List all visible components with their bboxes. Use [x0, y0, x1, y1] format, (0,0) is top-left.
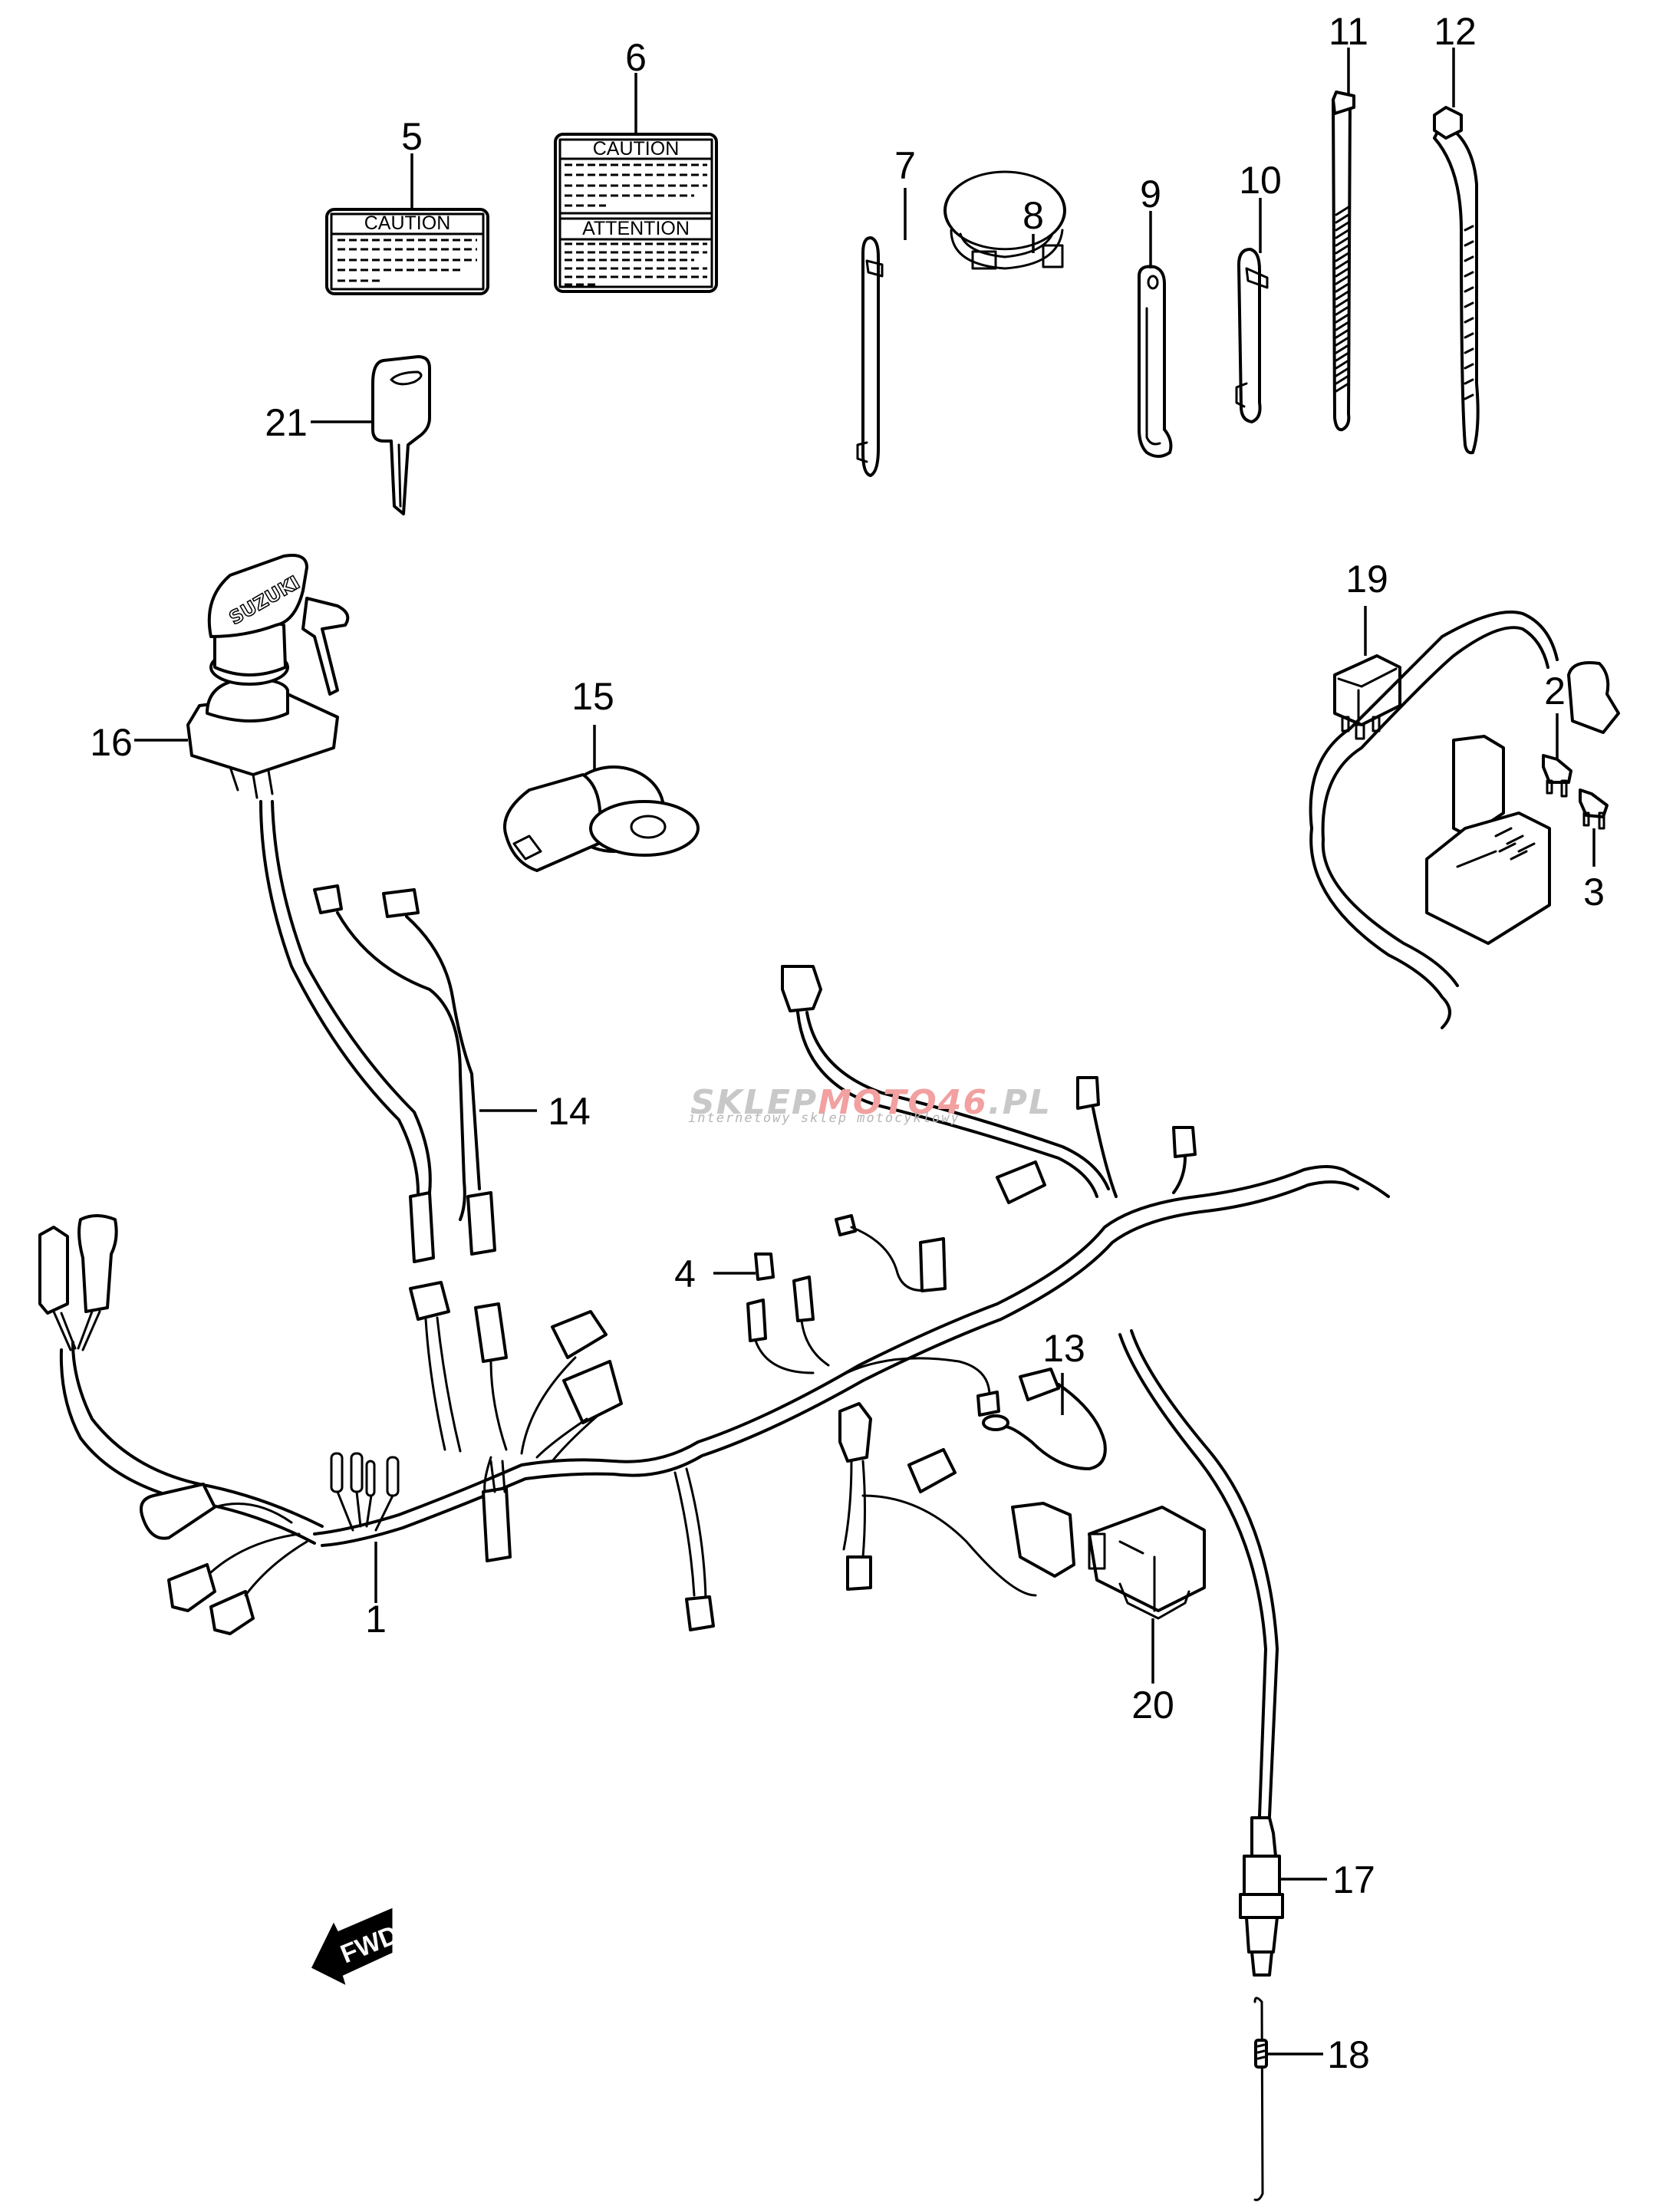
svg-text:SKLEPMOTO46.PL: SKLEPMOTO46.PL — [690, 1083, 1052, 1122]
callout-21[interactable]: 21 — [265, 401, 308, 444]
key-21[interactable] — [371, 355, 431, 515]
callout-12[interactable]: 12 — [1434, 10, 1477, 53]
forward-direction-arrow: FWD — [311, 1908, 403, 1985]
watermark: SKLEPMOTO46.PL internetowy sklep motocyk… — [688, 1083, 1052, 1126]
label-6-title-attention: ATTENTION — [582, 218, 690, 239]
callout-8[interactable]: 8 — [1022, 194, 1044, 237]
callout-1[interactable]: 1 — [365, 1598, 387, 1641]
fuse-3[interactable] — [1579, 788, 1609, 830]
caution-label-5[interactable]: CAUTION — [325, 208, 489, 295]
relay-20[interactable] — [1088, 1506, 1206, 1620]
sub-harness-14[interactable] — [259, 800, 496, 1263]
watermark-subtitle: internetowy sklep motocyklowy — [688, 1111, 960, 1126]
cable-tie-11[interactable] — [1332, 91, 1355, 432]
leader-lines — [134, 48, 1595, 2056]
callout-2[interactable]: 2 — [1544, 670, 1566, 713]
callout-20[interactable]: 20 — [1131, 1684, 1174, 1726]
lead-sensor-17[interactable] — [1118, 1329, 1284, 1977]
watermark-part-3: 46 — [937, 1083, 988, 1122]
callouts: 5 6 21 7 8 9 10 11 12 19 2 3 16 15 14 4 … — [90, 10, 1605, 2076]
fuse-box[interactable] — [1425, 735, 1551, 945]
callout-3[interactable]: 3 — [1583, 871, 1605, 913]
clamp-7[interactable] — [856, 236, 884, 477]
callout-11[interactable]: 11 — [1329, 10, 1368, 53]
ground-lead-13[interactable] — [982, 1368, 1107, 1470]
callout-5[interactable]: 5 — [401, 115, 423, 158]
callout-4[interactable]: 4 — [674, 1252, 696, 1295]
callout-6[interactable]: 6 — [625, 36, 647, 79]
callout-18[interactable]: 18 — [1327, 2033, 1370, 2076]
label-6-title-caution: CAUTION — [593, 138, 680, 160]
clamp-9[interactable] — [1138, 265, 1173, 458]
band-clamp-8[interactable] — [943, 170, 1066, 270]
callout-10[interactable]: 10 — [1239, 159, 1282, 202]
callout-14[interactable]: 14 — [548, 1090, 591, 1133]
harness-branch-fuse — [1309, 611, 1620, 1029]
label-5-title: CAUTION — [364, 212, 451, 234]
callout-16[interactable]: 16 — [90, 721, 133, 764]
callout-9[interactable]: 9 — [1140, 173, 1161, 216]
fuse-2[interactable] — [1542, 754, 1572, 798]
callout-19[interactable]: 19 — [1345, 558, 1388, 601]
cable-tie-12[interactable] — [1433, 106, 1480, 455]
ignition-switch-16[interactable]: SUZUKI — [186, 554, 350, 799]
watermark-part-1: SKLEP — [690, 1083, 818, 1122]
sensor-15[interactable] — [503, 765, 700, 872]
relay-19[interactable] — [1333, 654, 1401, 740]
wiring-harness-1[interactable] — [38, 965, 1390, 1635]
watermark-part-2: MOTO — [818, 1083, 938, 1122]
clamp-10[interactable] — [1235, 248, 1269, 423]
callout-13[interactable]: 13 — [1042, 1327, 1085, 1370]
callout-17[interactable]: 17 — [1332, 1858, 1375, 1901]
callout-7[interactable]: 7 — [894, 144, 916, 187]
watermark-part-4: .PL — [988, 1083, 1052, 1122]
spring-18[interactable] — [1253, 1996, 1268, 2201]
caution-attention-label-6[interactable]: CAUTION ATTENTION — [554, 133, 718, 293]
callout-15[interactable]: 15 — [571, 675, 614, 718]
